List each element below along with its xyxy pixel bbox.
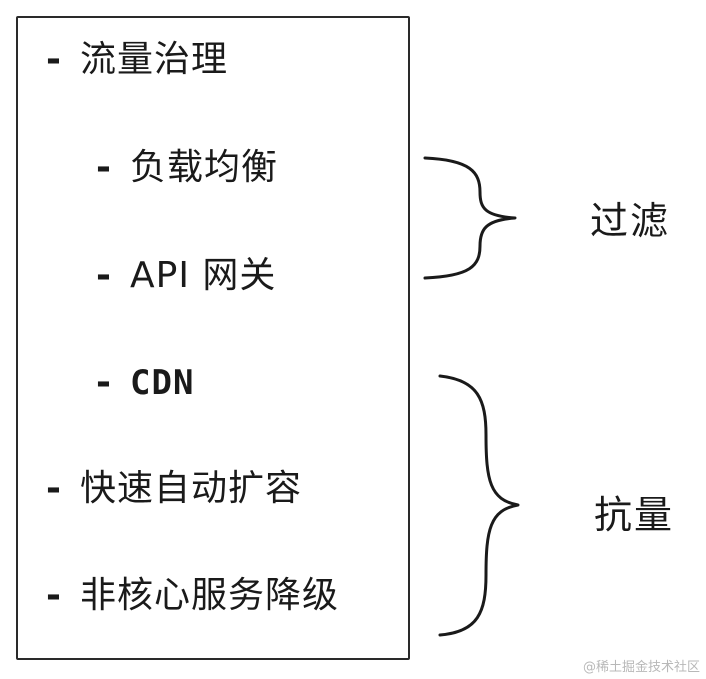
list-box [16,16,410,660]
bullet-dash: - [96,255,112,296]
bullet-dash: - [46,39,62,80]
list-item-label: 流量治理 [80,39,229,80]
list-item-load-balancing: -负载均衡 [96,146,278,190]
group-label-capacity: 抗量 [594,493,675,537]
list-item-label: 快速自动扩容 [80,468,303,509]
list-item-auto-scaling: -快速自动扩容 [46,467,302,511]
list-item-cdn: -CDN [96,361,194,405]
list-item-label: 非核心服务降级 [80,575,340,616]
bullet-dash: - [46,575,62,616]
watermark: @稀土掘金技术社区 [582,660,700,675]
filter-brace [423,156,517,280]
list-item-label: 负载均衡 [130,147,279,188]
bullet-dash: - [96,147,112,188]
list-item-label: API 网关 [130,255,277,296]
list-item-service-degradation: -非核心服务降级 [46,574,339,618]
bullet-dash: - [46,468,62,509]
list-item-label: CDN [130,363,195,403]
capacity-brace [438,374,520,637]
list-item-api-gateway: -API 网关 [96,254,276,298]
list-item-traffic-governance: -流量治理 [46,38,228,82]
group-label-filter: 过滤 [590,199,671,243]
bullet-dash: - [96,362,112,403]
